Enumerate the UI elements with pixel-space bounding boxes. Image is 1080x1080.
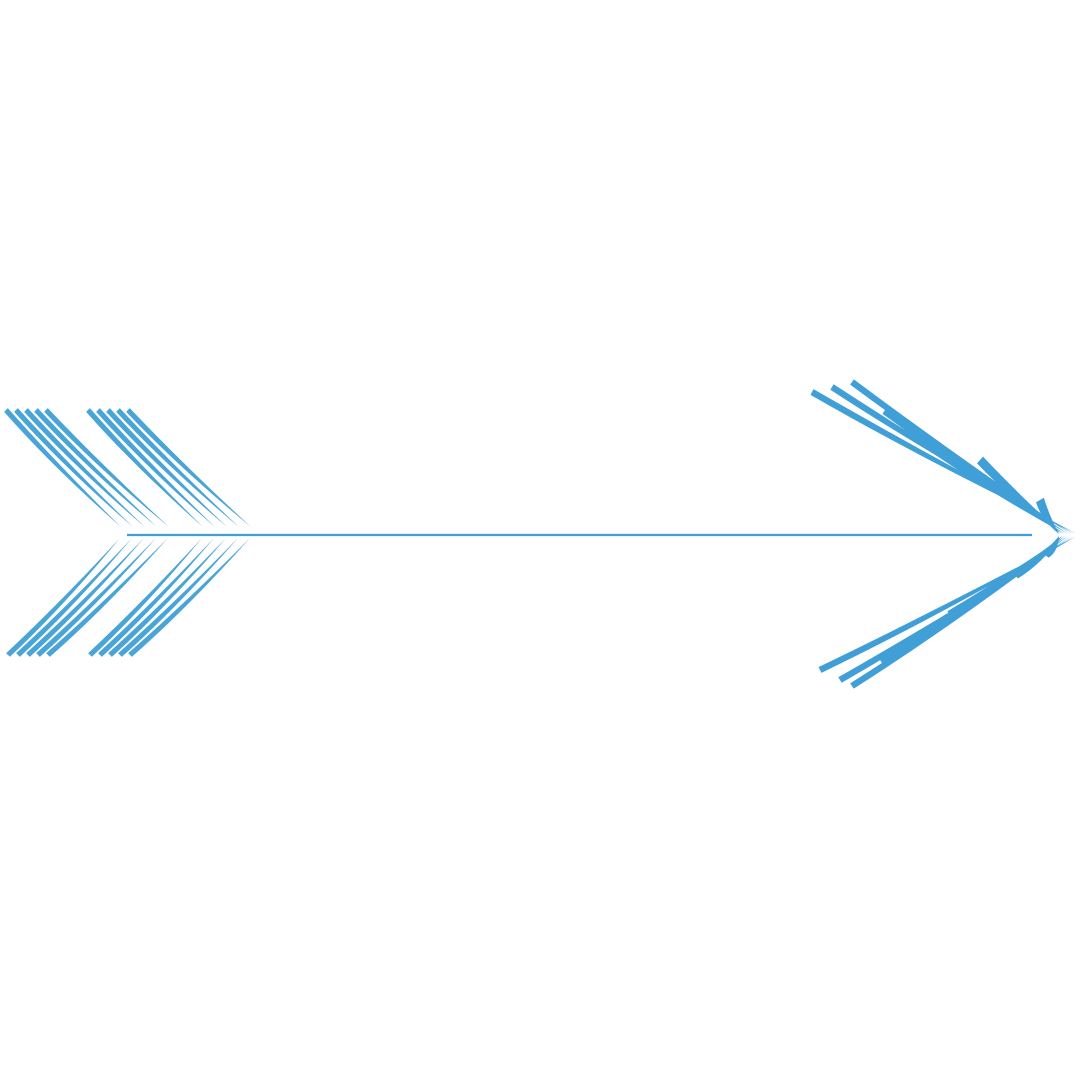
fletching-stroke xyxy=(14,408,133,527)
fletching-stroke xyxy=(44,408,169,527)
fletching-stroke xyxy=(6,538,121,657)
fletching-stroke xyxy=(26,538,144,657)
fletching-stroke xyxy=(98,538,214,657)
fletching-stroke xyxy=(108,538,226,657)
fletching-stroke xyxy=(16,538,132,657)
arrowhead-stroke-upper xyxy=(810,389,1077,534)
arrowhead-stroke-upper xyxy=(902,424,1065,534)
arrowhead-stroke-upper xyxy=(1036,497,1059,534)
arrowhead-stroke-lower xyxy=(818,536,1077,673)
fletching-stroke xyxy=(106,408,227,527)
arrowhead-stroke-lower xyxy=(1041,536,1059,558)
fletching-stroke xyxy=(86,408,203,527)
fletching-lower xyxy=(6,538,250,657)
fletching-stroke xyxy=(34,408,158,527)
fletching-stroke xyxy=(116,408,239,527)
fletching-stroke xyxy=(46,538,169,657)
arrowhead xyxy=(810,379,1077,689)
fletching-stroke xyxy=(4,408,121,527)
fletching-upper xyxy=(4,408,251,527)
fletching-stroke xyxy=(126,408,251,527)
arrowhead-stroke-upper xyxy=(830,384,1074,534)
arrowhead-stroke-upper xyxy=(850,379,1071,534)
fletching-stroke xyxy=(96,408,215,527)
fletching-stroke xyxy=(24,408,145,527)
fletching-stroke xyxy=(118,538,238,657)
fletching-stroke xyxy=(88,538,202,657)
fletching-stroke xyxy=(36,538,157,657)
fletching-stroke xyxy=(128,538,250,657)
arrowhead-stroke-upper xyxy=(976,456,1062,534)
